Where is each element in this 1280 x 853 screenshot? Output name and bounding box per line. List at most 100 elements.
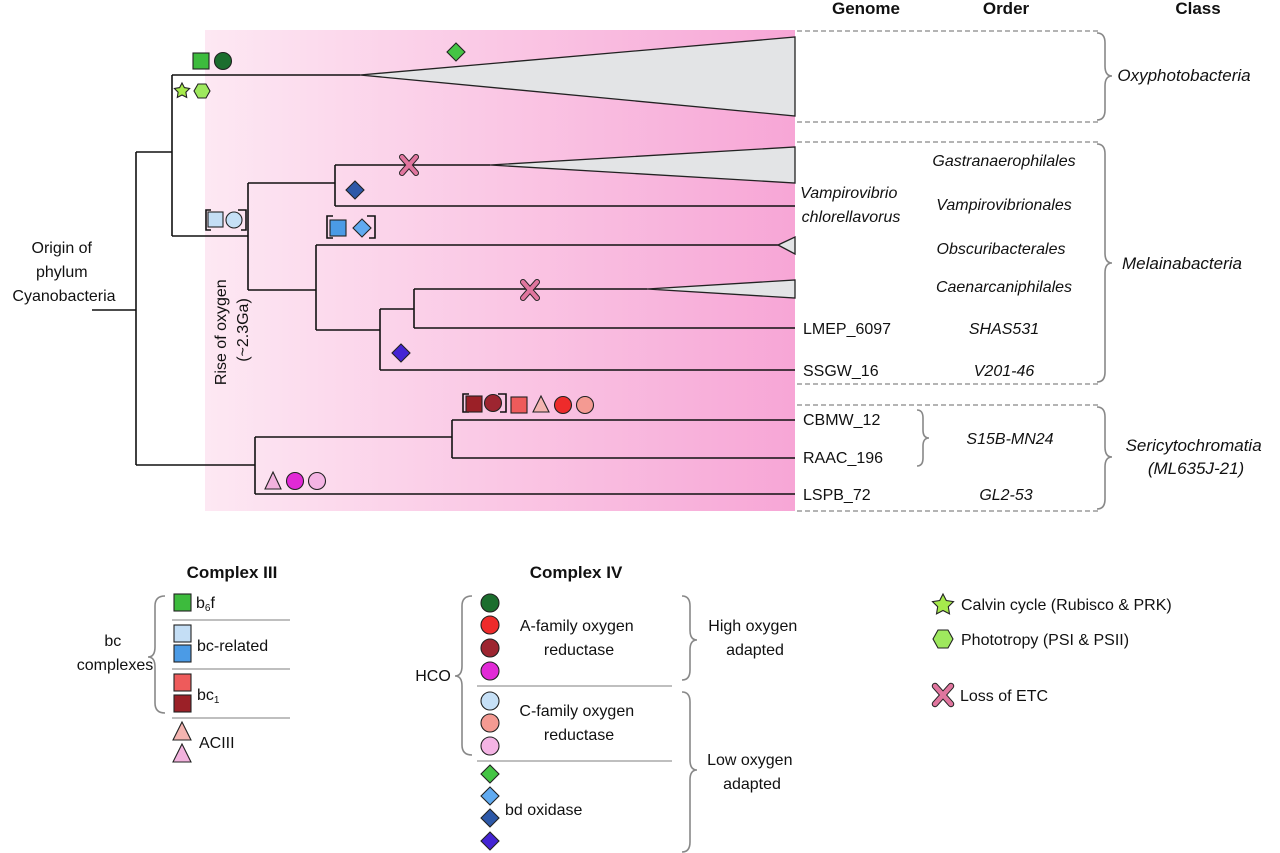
genome-cbmw: CBMW_12 — [803, 412, 880, 429]
legend-a-family-label: A-family oxygen reductase — [520, 618, 638, 659]
high-oxygen-label: High oxygen adapted — [708, 618, 801, 659]
class-sericytochromatia-line1: Sericytochromatia — [1126, 436, 1262, 455]
loss-of-etc-x-icon — [520, 279, 540, 301]
legend-c-family-line1: C-family oxygen — [519, 703, 634, 720]
legend-bc1-main: bc — [197, 687, 214, 704]
legend-aciii-pink-triangle-icon — [172, 742, 192, 763]
order-vampirovibrionales: Vampirovibrionales — [936, 197, 1071, 214]
legend-a-family-magenta-circle-icon — [480, 661, 500, 681]
oxygen-gradient-panel — [205, 30, 795, 511]
low-oxygen-label: Low oxygen adapted — [707, 752, 797, 793]
bc-complexes-line2: complexes — [77, 657, 153, 674]
root-label-line2: phylum — [36, 264, 88, 281]
legend-a-family-line1: A-family oxygen — [520, 618, 634, 635]
bc1-dark-square-icon — [465, 395, 483, 413]
high-oxygen-line2: adapted — [726, 642, 784, 659]
legend-a-family-red-circle-icon — [480, 615, 500, 635]
bc-related-dark-node-marker — [326, 215, 376, 239]
hco-brace — [454, 595, 473, 756]
low-oxygen-brace — [681, 691, 698, 853]
legend-b6f-tail: f — [210, 595, 215, 612]
clade-wedge-gastranaerophilales — [489, 146, 796, 184]
order-obscuribacterales: Obscuribacterales — [937, 241, 1066, 258]
root-label: Origin of phylum Cyanobacteria — [12, 240, 115, 305]
bc-related-dark-square-icon — [329, 219, 347, 237]
high-oxygen-line1: High oxygen — [708, 618, 797, 635]
legend-aciii-label: ACIII — [199, 735, 235, 752]
bd-oxidase-dark-blue-diamond-icon — [345, 180, 365, 200]
legend-phototropy-hexagon-icon — [932, 629, 954, 649]
low-oxygen-line2: adapted — [723, 776, 781, 793]
legend-calvin-label: Calvin cycle (Rubisco & PRK) — [961, 597, 1172, 614]
legend-loss-of-etc-x-icon — [931, 682, 955, 708]
loss-of-etc-x-icon — [399, 154, 419, 176]
header-genome: Genome — [832, 0, 900, 18]
header-order: Order — [983, 0, 1030, 18]
genome-raac: RAAC_196 — [803, 450, 883, 467]
legend-bd-dark-blue-diamond-icon — [480, 808, 500, 828]
legend-bc1-sub: 1 — [214, 695, 220, 706]
c-family-light-blue-circle-icon — [225, 211, 243, 229]
legend-bd-oxidase-label: bd oxidase — [505, 802, 582, 819]
bd-oxidase-light-blue-diamond-icon — [352, 218, 372, 238]
hco-label: HCO — [415, 668, 451, 685]
legend-bd-purple-diamond-icon — [480, 831, 500, 851]
legend-c-family-light-blue-circle-icon — [480, 691, 500, 711]
c-family-pink-circle-icon — [307, 471, 327, 491]
a-family-red-circle-icon — [553, 395, 573, 415]
header-class: Class — [1175, 0, 1220, 18]
root-label-line3: Cyanobacteria — [12, 288, 115, 305]
legend-c-family-pink-circle-icon — [480, 736, 500, 756]
legend-bc1-light-square-icon — [173, 673, 192, 692]
clade-wedge-caenarcaniphilales — [646, 279, 796, 299]
b6f-square-icon — [192, 52, 210, 70]
genome-vampirovibrio-line1: Vampirovibrio — [800, 185, 897, 202]
low-oxygen-line1: Low oxygen — [707, 752, 792, 769]
legend-bc1-dark-square-icon — [173, 694, 192, 713]
brace-oxyphotobacteria — [1096, 32, 1113, 121]
root-label-line1: Origin of — [32, 240, 93, 257]
high-oxygen-brace — [681, 595, 698, 681]
legend-aciii-light-triangle-icon — [172, 720, 192, 741]
genome-vampirovibrio: Vampirovibrio chlorellavorus — [800, 185, 902, 226]
bc-complexes-label: bc complexes — [77, 633, 153, 674]
class-sericytochromatia-line2: (ML635J-21) — [1148, 459, 1244, 478]
rise-of-oxygen-line2: (~2.3Ga) — [235, 298, 252, 362]
legend-loss-label: Loss of ETC — [960, 688, 1048, 705]
class-sericytochromatia: Sericytochromatia (ML635J-21) — [1126, 436, 1267, 478]
legend-b6f-square-icon — [173, 593, 192, 612]
bc1-node-marker — [462, 393, 507, 413]
bc1-light-square-icon — [510, 396, 528, 414]
calvin-cycle-star-icon — [173, 81, 191, 99]
legend-a-family-dark-red-circle-icon — [480, 638, 500, 658]
aciii-light-triangle-icon — [532, 394, 550, 413]
aciii-pink-triangle-icon — [264, 470, 282, 490]
a-family-dark-red-circle-icon — [483, 393, 503, 413]
legend-bd-light-blue-diamond-icon — [480, 786, 500, 806]
order-gl2: GL2-53 — [979, 487, 1032, 504]
order-v201: V201-46 — [974, 363, 1035, 380]
order-shas531: SHAS531 — [969, 321, 1039, 338]
legend-a-family-dark-green-circle-icon — [480, 593, 500, 613]
legend-bc-related-dark-square-icon — [173, 644, 192, 663]
legend-bc1-label: bc1 — [197, 687, 220, 706]
clade-wedge-obscuribacterales — [776, 235, 796, 256]
brace-s15b-genomes — [916, 409, 930, 467]
complex4-title: Complex IV — [530, 563, 623, 582]
class-oxyphotobacteria: Oxyphotobacteria — [1117, 66, 1250, 85]
bc-related-light-square-icon — [207, 211, 224, 228]
a-family-magenta-circle-icon — [285, 471, 305, 491]
legend-bd-green-diamond-icon — [480, 764, 500, 784]
order-s15b: S15B-MN24 — [966, 431, 1053, 448]
bd-oxidase-green-diamond-icon — [446, 42, 466, 62]
dashed-separators — [797, 30, 1100, 512]
complex3-title: Complex III — [187, 563, 278, 582]
order-caenarcaniphilales: Caenarcaniphilales — [936, 279, 1072, 296]
c-family-salmon-circle-icon — [575, 395, 595, 415]
legend-calvin-star-icon — [931, 592, 955, 615]
a-family-dark-green-circle-icon — [213, 51, 233, 71]
tree-branches — [92, 74, 795, 495]
legend-c-family-salmon-circle-icon — [480, 713, 500, 733]
legend-a-family-line2: reductase — [544, 642, 614, 659]
